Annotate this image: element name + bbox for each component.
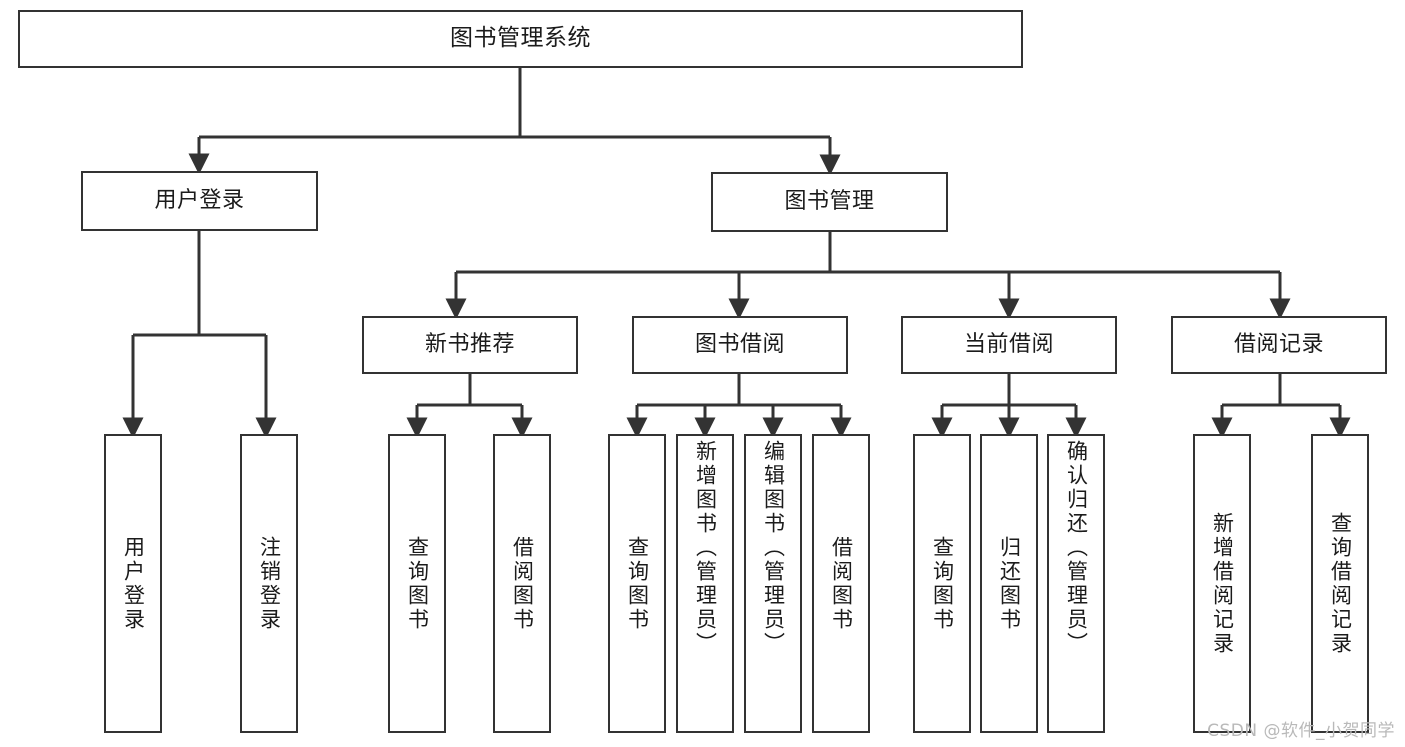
leaf-user-logout[interactable]: 注销登录 [240,434,298,733]
leaf-borrow-book-recommend[interactable]: 借阅图书 [493,434,551,733]
leaf-return-book[interactable]: 归还图书 [980,434,1038,733]
leaf-add-borrow-record[interactable]: 新增借阅记录 [1193,434,1251,733]
node-label: 新书推荐 [424,332,515,358]
leaf-edit-book[interactable]: 编辑图书（管理员） [744,434,802,733]
node-label: 当前借阅 [963,332,1054,358]
node-label: 查询图书 [930,535,955,632]
node-label: 查询借阅记录 [1328,511,1353,656]
node-label: 图书管理系统 [450,25,591,52]
leaf-user-login[interactable]: 用户登录 [104,434,162,733]
leaf-query-book-recommend[interactable]: 查询图书 [388,434,446,733]
leaf-query-book-current[interactable]: 查询图书 [913,434,971,733]
node-label: 用户登录 [154,188,245,214]
node-borrow-record[interactable]: 借阅记录 [1171,316,1387,374]
node-label: 借阅图书 [510,535,535,632]
node-current-borrow[interactable]: 当前借阅 [901,316,1117,374]
node-label: 图书管理 [784,189,875,215]
leaf-query-book-borrow[interactable]: 查询图书 [608,434,666,733]
leaf-confirm-return[interactable]: 确认归还（管理员） [1047,434,1105,733]
node-book-borrow[interactable]: 图书借阅 [632,316,848,374]
node-label: 新增图书（管理员） [693,440,718,656]
node-label: 查询图书 [625,535,650,632]
node-label: 借阅图书 [829,535,854,632]
node-label: 图书借阅 [694,332,785,358]
node-new-book-recommend[interactable]: 新书推荐 [362,316,578,374]
leaf-add-book[interactable]: 新增图书（管理员） [676,434,734,733]
node-label: 编辑图书（管理员） [761,440,786,656]
node-label: 确认归还（管理员） [1064,440,1089,656]
leaf-borrow-book[interactable]: 借阅图书 [812,434,870,733]
node-book-manage[interactable]: 图书管理 [711,172,948,232]
node-user-login[interactable]: 用户登录 [81,171,318,231]
node-label: 新增借阅记录 [1210,511,1235,656]
leaf-query-borrow-record[interactable]: 查询借阅记录 [1311,434,1369,733]
node-label: 借阅记录 [1233,332,1324,358]
watermark-text: CSDN @软件_小贺同学 [1207,721,1395,741]
node-label: 归还图书 [997,535,1022,632]
node-root-book-management-system[interactable]: 图书管理系统 [18,10,1023,68]
node-label: 注销登录 [257,535,282,632]
node-label: 用户登录 [121,535,146,632]
node-label: 查询图书 [405,535,430,632]
